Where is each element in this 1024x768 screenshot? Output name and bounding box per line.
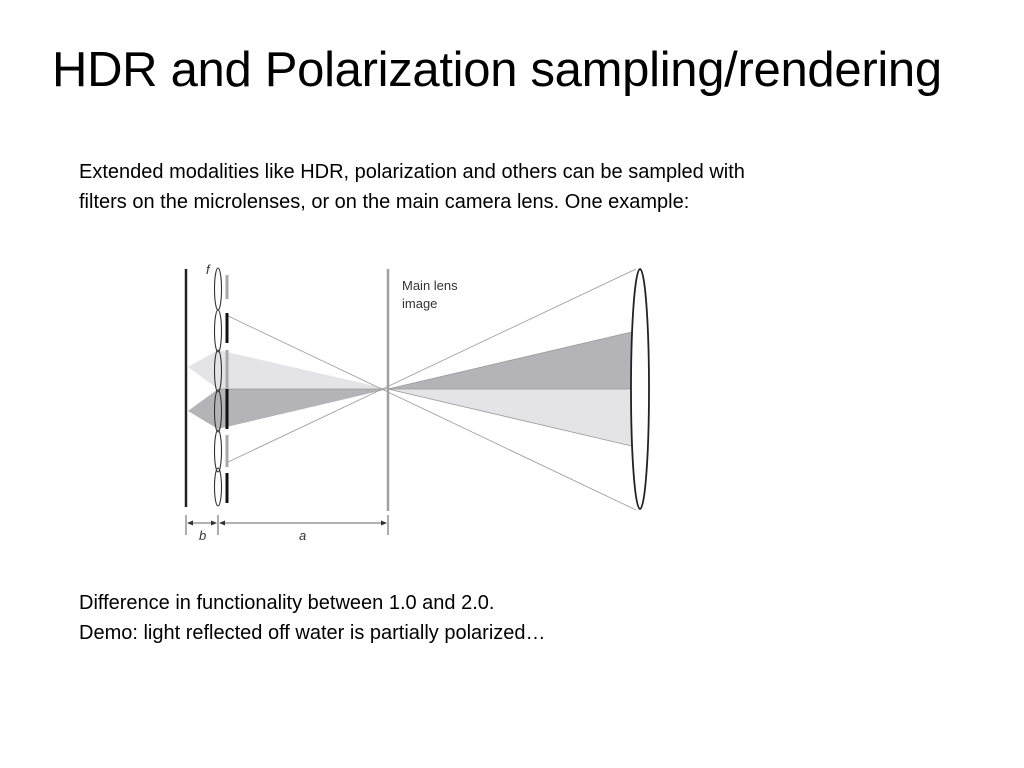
microlens-array xyxy=(213,267,223,507)
main-lens-image-label-line-1: Main lens xyxy=(402,278,458,293)
main-lens xyxy=(630,268,650,510)
microlens-light-beam xyxy=(188,350,388,389)
intro-text: Extended modalities like HDR, polarizati… xyxy=(79,157,909,217)
footer-line-1: Difference in functionality between 1.0 … xyxy=(79,592,495,614)
dimension-a-label: a xyxy=(299,528,306,543)
plenoptic-camera-diagram: f Main lens image b a xyxy=(184,262,650,543)
main-lens-image-label-line-2: image xyxy=(402,296,437,311)
intro-line-1: Extended modalities like HDR, polarizati… xyxy=(79,161,745,183)
focal-length-label: f xyxy=(206,262,211,277)
intro-line-2: filters on the microlenses, or on the ma… xyxy=(79,191,690,213)
dimension-lines xyxy=(185,515,389,535)
footer-line-2: Demo: light reflected off water is parti… xyxy=(79,622,546,644)
dimension-b-label: b xyxy=(199,528,206,543)
slide-title: HDR and Polarization sampling/rendering xyxy=(52,43,942,97)
microlens-dark-beam xyxy=(188,389,388,429)
light-rays xyxy=(218,268,637,511)
footer-text: Difference in functionality between 1.0 … xyxy=(79,588,939,648)
